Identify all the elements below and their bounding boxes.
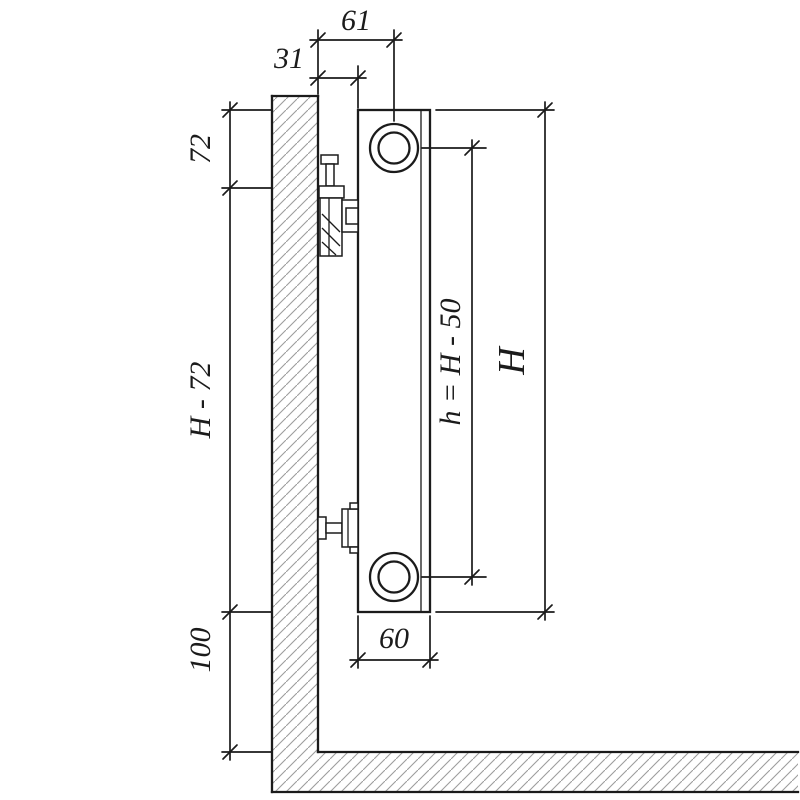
dim-tick bbox=[422, 652, 438, 668]
bottom-bracket-clamp bbox=[341, 508, 359, 548]
dim-tick bbox=[222, 744, 238, 760]
top-bracket bbox=[318, 154, 359, 257]
dim-tick bbox=[222, 180, 238, 196]
dim-label-bracket-to-bottom: H - 72 bbox=[184, 362, 217, 440]
dim-label-top-to-bracket: 72 bbox=[184, 134, 217, 164]
dim-label-floor-clearance: 100 bbox=[184, 628, 217, 673]
floor-hatch bbox=[318, 752, 798, 792]
radiator-body bbox=[356, 108, 432, 614]
top-connection-inner bbox=[377, 131, 411, 165]
dimension-labels: 61 31 72 H - 72 100 h = H - 50 H 60 bbox=[184, 4, 533, 673]
dim-tick bbox=[464, 569, 480, 585]
dim-tick bbox=[222, 102, 238, 118]
dimension-ticks bbox=[222, 32, 553, 760]
bottom-bracket-screw-head bbox=[317, 516, 327, 540]
dim-label-wall-to-pipe-center: 61 bbox=[341, 4, 371, 37]
radiator-outline bbox=[356, 108, 432, 614]
dim-tick bbox=[350, 652, 366, 668]
top-bracket-flange bbox=[318, 185, 345, 199]
top-bracket-hook-step bbox=[345, 207, 359, 225]
top-bracket-hatch-line bbox=[321, 213, 341, 233]
dim-tick bbox=[464, 140, 480, 156]
top-bracket-screw-shaft bbox=[325, 163, 335, 187]
wall-hatch bbox=[272, 96, 318, 792]
dim-tick bbox=[310, 70, 326, 86]
dim-tick bbox=[537, 102, 553, 118]
dim-tick bbox=[222, 604, 238, 620]
bottom-bracket-tab-bottom bbox=[349, 546, 359, 554]
top-bracket-screw-head bbox=[320, 154, 339, 165]
dim-label-connection-pitch: h = H - 50 bbox=[434, 299, 467, 426]
dimension-lines bbox=[229, 39, 546, 761]
dim-tick bbox=[537, 604, 553, 620]
bottom-bracket bbox=[317, 502, 359, 554]
dim-tick bbox=[310, 32, 326, 48]
top-bracket-hatch-line bbox=[321, 241, 337, 256]
dim-label-radiator-depth: 60 bbox=[379, 622, 409, 655]
dim-tick bbox=[350, 70, 366, 86]
dim-tick bbox=[386, 32, 402, 48]
wall-and-floor bbox=[270, 94, 800, 794]
dim-label-wall-to-radiator-face: 31 bbox=[273, 42, 304, 75]
bottom-connection-inner bbox=[377, 560, 411, 594]
top-bracket-hatch-line bbox=[321, 227, 341, 247]
top-bracket-rail bbox=[319, 197, 343, 257]
bottom-bracket-tab-top bbox=[349, 502, 359, 510]
dim-label-radiator-height: H bbox=[491, 345, 533, 376]
bottom-bracket-screw-shaft bbox=[325, 522, 343, 534]
